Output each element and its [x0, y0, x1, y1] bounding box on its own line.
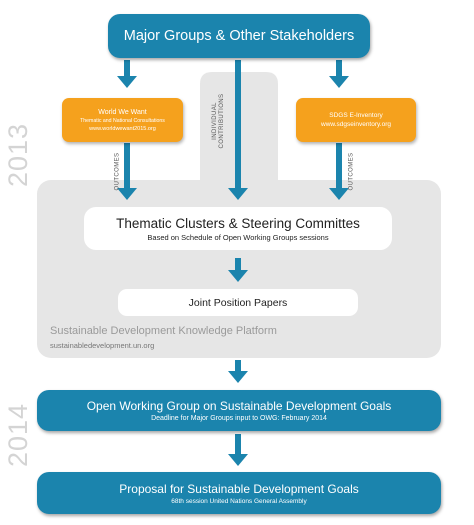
arrow-top-to-left-head [117, 76, 137, 88]
arrow-top-to-center-head [228, 188, 248, 200]
sdgs-einventory-url: www.sdgseinventory.org [321, 121, 391, 128]
joint-position-papers-title: Joint Position Papers [188, 296, 288, 309]
individual-label-line1: INDIVIDUAL [212, 102, 218, 140]
proposal-sdg-subtitle: 68th session United Nations General Asse… [171, 497, 307, 505]
thematic-clusters-subtitle: Based on Schedule of Open Working Groups… [147, 232, 329, 242]
arrow-top-to-center-shaft [235, 60, 241, 188]
arrow-left-outcomes-head [117, 188, 137, 200]
arrow-owg-to-proposal-head [228, 454, 248, 466]
arrow-top-to-right-shaft [336, 60, 342, 76]
platform-url: sustainabledevelopment.un.org [50, 341, 155, 350]
right-outcomes-label: OUTCOMES [348, 152, 355, 191]
left-outcomes-label: OUTCOMES [114, 152, 121, 191]
open-working-group-deadline: Deadline for Major Groups input to OWG: … [151, 414, 327, 422]
world-we-want-line1: Thematic and National Consultations [80, 117, 165, 124]
world-we-want-title: World We Want [98, 108, 147, 116]
world-we-want-url: www.worldwewant2015.org [89, 125, 156, 132]
thematic-clusters-title: Thematic Clusters & Steering Committes [116, 215, 360, 231]
arrow-clusters-to-papers-head [228, 270, 248, 282]
arrow-clusters-to-papers-shaft [235, 258, 241, 270]
major-groups-box: Major Groups & Other Stakeholders [108, 14, 370, 58]
thematic-clusters-box: Thematic Clusters & Steering Committes B… [84, 207, 392, 250]
proposal-sdg-box: Proposal for Sustainable Development Goa… [37, 472, 441, 514]
arrow-platform-to-owg-shaft [235, 360, 241, 371]
arrow-top-to-left-shaft [124, 60, 130, 76]
individual-label-line2: CONTRIBUTIONS [219, 93, 225, 149]
proposal-sdg-title: Proposal for Sustainable Development Goa… [119, 481, 359, 496]
arrow-right-outcomes-shaft [336, 143, 342, 188]
arrow-left-outcomes-shaft [124, 143, 130, 188]
sdgs-einventory-title: SDGS E-Inventory [329, 112, 383, 119]
joint-position-papers-box: Joint Position Papers [118, 289, 358, 316]
arrow-top-to-right-head [329, 76, 349, 88]
open-working-group-title: Open Working Group on Sustainable Develo… [86, 398, 392, 413]
platform-title: Sustainable Development Knowledge Platfo… [50, 325, 277, 337]
world-we-want-box: World We Want Thematic and National Cons… [62, 98, 183, 142]
individual-contributions-label: INDIVIDUAL CONTRIBUTIONS [212, 86, 226, 156]
arrow-platform-to-owg-head [228, 371, 248, 383]
open-working-group-box: Open Working Group on Sustainable Develo… [37, 390, 441, 431]
sdgs-einventory-box: SDGS E-Inventory www.sdgseinventory.org [296, 98, 416, 142]
major-groups-title: Major Groups & Other Stakeholders [123, 28, 355, 44]
arrow-right-outcomes-head [329, 188, 349, 200]
arrow-owg-to-proposal-shaft [235, 434, 241, 454]
